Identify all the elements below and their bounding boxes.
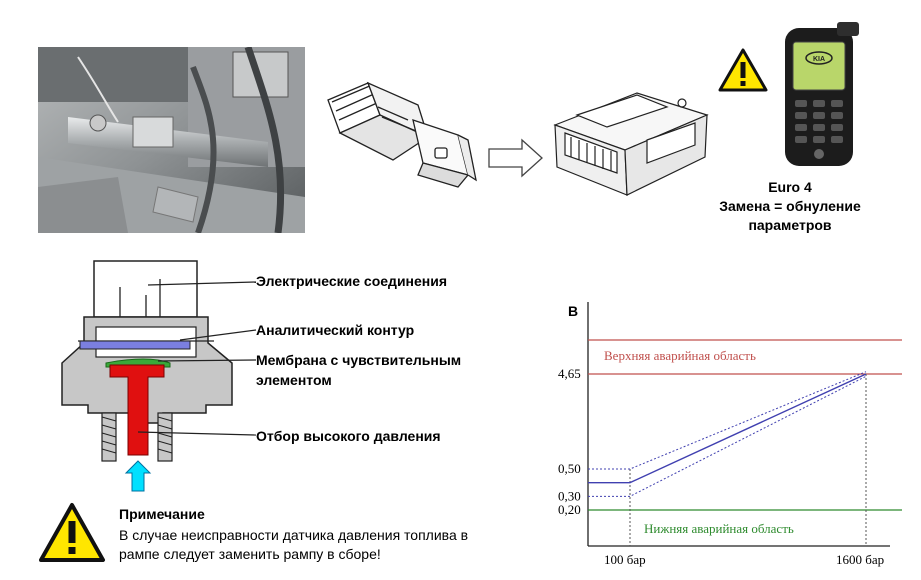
ecu-caption: Euro 4 Замена = обнуление параметров [700,178,880,235]
note-line1: В случае неисправности датчика давления … [119,527,469,543]
y-tick-label: 0,50 [558,461,581,476]
engine-photo [38,47,305,233]
tester-device-icon: KIA [775,20,865,170]
ecu-image [547,85,712,200]
svg-text:KIA: KIA [813,56,825,63]
label-membrane-element: элементом [256,372,332,388]
sensor-characteristic-line [588,373,867,484]
ecu-caption-line3: параметров [748,217,832,233]
upper-zone-label: Верхняя аварийная область [604,348,756,363]
x-tick-label: 100 бар [604,552,646,567]
label-membrane: Мембрана с чувствительным [256,352,462,368]
lower-zone-label: Нижняя аварийная область [644,521,794,536]
label-high-pressure: Отбор высокого давления [256,428,441,444]
y-tick-label: 0,30 [558,488,581,503]
x-tick-label: 1600 бар [836,552,884,567]
arrow-right-icon [488,138,544,178]
note-title: Примечание [119,506,205,522]
y-tick-label: 0,20 [558,502,581,517]
y-axis-label: В [568,303,578,319]
ecu-caption-line2: Замена = обнуление [719,198,861,214]
ecu-caption-line1: Euro 4 [768,179,812,195]
pressure-arrow-icon [124,460,152,492]
label-analytic-contour: Аналитический контур [256,322,415,338]
warning-icon [718,48,768,93]
sensor-cross-section [38,255,268,495]
tolerance-line [588,375,867,497]
y-tick-label: 4,65 [558,366,581,381]
tolerance-line [588,371,867,470]
note-text: В случае неисправности датчика давления … [119,526,559,564]
warning-icon [38,502,106,564]
note-line2: рампе следует заменить рампу в сборе! [119,546,381,562]
label-electrical-connections: Электрические соединения [256,273,448,289]
pressure-sensor-image [318,75,478,205]
